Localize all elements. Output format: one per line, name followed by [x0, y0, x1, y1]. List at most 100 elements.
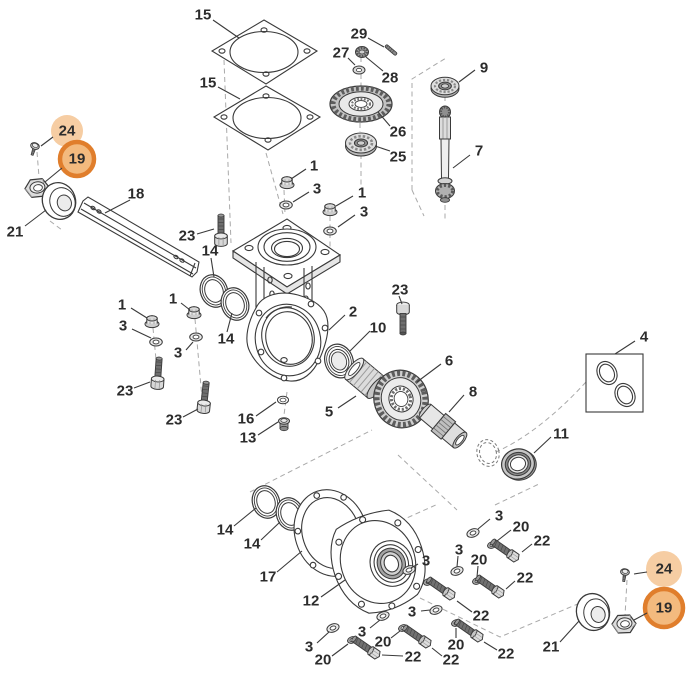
callout-1[interactable]: 1	[118, 297, 126, 314]
callout-17[interactable]: 17	[260, 569, 277, 586]
callout-23[interactable]: 23	[179, 228, 196, 245]
callout-group-23: 23	[392, 282, 409, 305]
callout-group-22: 22	[381, 649, 422, 666]
callout-8[interactable]: 8	[469, 384, 477, 401]
callout-14[interactable]: 14	[244, 536, 261, 553]
callout-3[interactable]: 3	[358, 624, 366, 641]
callout-9[interactable]: 9	[480, 60, 488, 77]
callout-22[interactable]: 22	[498, 646, 515, 663]
callout-23[interactable]: 23	[392, 282, 409, 299]
callout-group-26: 26	[377, 111, 407, 141]
callout-group-27: 27	[333, 45, 356, 66]
callout-group-22: 22	[521, 533, 551, 553]
callout-22[interactable]: 22	[405, 649, 422, 666]
callout-1[interactable]: 1	[310, 158, 318, 175]
callout-23[interactable]: 23	[117, 383, 134, 400]
callout-leader-line	[633, 571, 648, 575]
callout-leader-line	[212, 19, 240, 39]
callout-18[interactable]: 18	[128, 186, 145, 203]
callout-3[interactable]: 3	[313, 181, 321, 198]
callout-28[interactable]: 28	[382, 70, 399, 87]
callout-3[interactable]: 3	[305, 639, 313, 656]
callout-7[interactable]: 7	[475, 143, 483, 160]
callout-22[interactable]: 22	[443, 652, 460, 669]
callout-leader-line	[420, 609, 431, 612]
callout-4[interactable]: 4	[640, 329, 649, 346]
callout-6[interactable]: 6	[445, 353, 453, 370]
callout-group-23: 23	[179, 228, 215, 245]
callout-20[interactable]: 20	[513, 519, 530, 536]
callout-leader-line	[410, 563, 419, 569]
selected-part-soft-highlight[interactable]	[51, 115, 83, 147]
callout-21[interactable]: 21	[7, 224, 24, 241]
callout-10[interactable]: 10	[370, 320, 387, 337]
callout-group-20: 20	[471, 552, 488, 578]
callout-1[interactable]: 1	[358, 185, 366, 202]
part-12-cover	[330, 509, 426, 614]
callout-19[interactable]: 19	[69, 151, 86, 168]
callout-26[interactable]: 26	[390, 124, 407, 141]
callout-leader-line	[337, 214, 356, 228]
callout-group-14: 14	[217, 507, 257, 539]
part-15-gasket-lower	[212, 85, 322, 151]
callout-19[interactable]: 19	[656, 600, 673, 617]
callout-leader-line	[381, 654, 404, 657]
selected-part-ring-highlight[interactable]	[642, 586, 686, 630]
callout-22[interactable]: 22	[473, 608, 490, 625]
callout-11[interactable]: 11	[553, 426, 569, 443]
callout-14[interactable]: 14	[217, 522, 234, 539]
callout-13[interactable]: 13	[240, 430, 257, 447]
callout-3[interactable]: 3	[495, 508, 503, 525]
callout-group-14: 14	[218, 312, 235, 348]
callout-leader-line	[505, 580, 516, 590]
callout-5[interactable]: 5	[325, 404, 333, 421]
selected-part-ring-highlight[interactable]	[57, 139, 97, 179]
part-3-washer-a	[279, 200, 293, 210]
callout-14[interactable]: 14	[218, 331, 235, 348]
callout-21[interactable]: 21	[543, 639, 560, 656]
callout-22[interactable]: 22	[534, 533, 551, 550]
callout-leader-line	[398, 295, 403, 305]
callout-group-1: 1	[118, 297, 148, 319]
callout-leader-line	[448, 394, 465, 413]
callout-24[interactable]: 24	[59, 123, 76, 140]
callout-15[interactable]: 15	[195, 7, 212, 24]
callout-3[interactable]: 3	[119, 318, 127, 335]
callout-24[interactable]: 24	[656, 561, 673, 578]
callout-20[interactable]: 20	[471, 552, 488, 569]
callout-25[interactable]: 25	[390, 149, 407, 166]
callout-1[interactable]: 1	[169, 291, 177, 308]
callout-group-20: 20	[375, 630, 401, 651]
callout-20[interactable]: 20	[375, 634, 392, 651]
callout-group-3: 3	[410, 553, 430, 570]
callout-leader-line	[130, 307, 148, 319]
callout-3[interactable]: 3	[422, 553, 430, 570]
callout-27[interactable]: 27	[333, 45, 350, 62]
callout-3[interactable]: 3	[360, 204, 368, 221]
callout-3[interactable]: 3	[408, 604, 416, 621]
callout-29[interactable]: 29	[351, 26, 368, 43]
callout-leader-line	[133, 381, 151, 389]
callout-3[interactable]: 3	[455, 542, 463, 559]
callout-group-3: 3	[305, 631, 330, 656]
callout-20[interactable]: 20	[448, 637, 465, 654]
callout-14[interactable]: 14	[202, 243, 219, 260]
callout-leader-line	[328, 314, 346, 331]
callout-group-28: 28	[365, 56, 399, 87]
callout-23[interactable]: 23	[166, 412, 183, 429]
callout-20[interactable]: 20	[315, 652, 332, 669]
part-2-housing	[231, 218, 342, 382]
callout-group-3: 3	[477, 508, 503, 530]
selected-part-soft-highlight[interactable]	[646, 551, 682, 587]
callout-12[interactable]: 12	[303, 593, 320, 610]
callout-leader-line	[374, 145, 391, 152]
callout-16[interactable]: 16	[238, 411, 255, 428]
callout-15[interactable]: 15	[200, 75, 217, 92]
callout-22[interactable]: 22	[517, 570, 534, 587]
part-16-oring	[277, 395, 289, 405]
callout-3[interactable]: 3	[174, 345, 182, 362]
callout-2[interactable]: 2	[349, 304, 357, 321]
